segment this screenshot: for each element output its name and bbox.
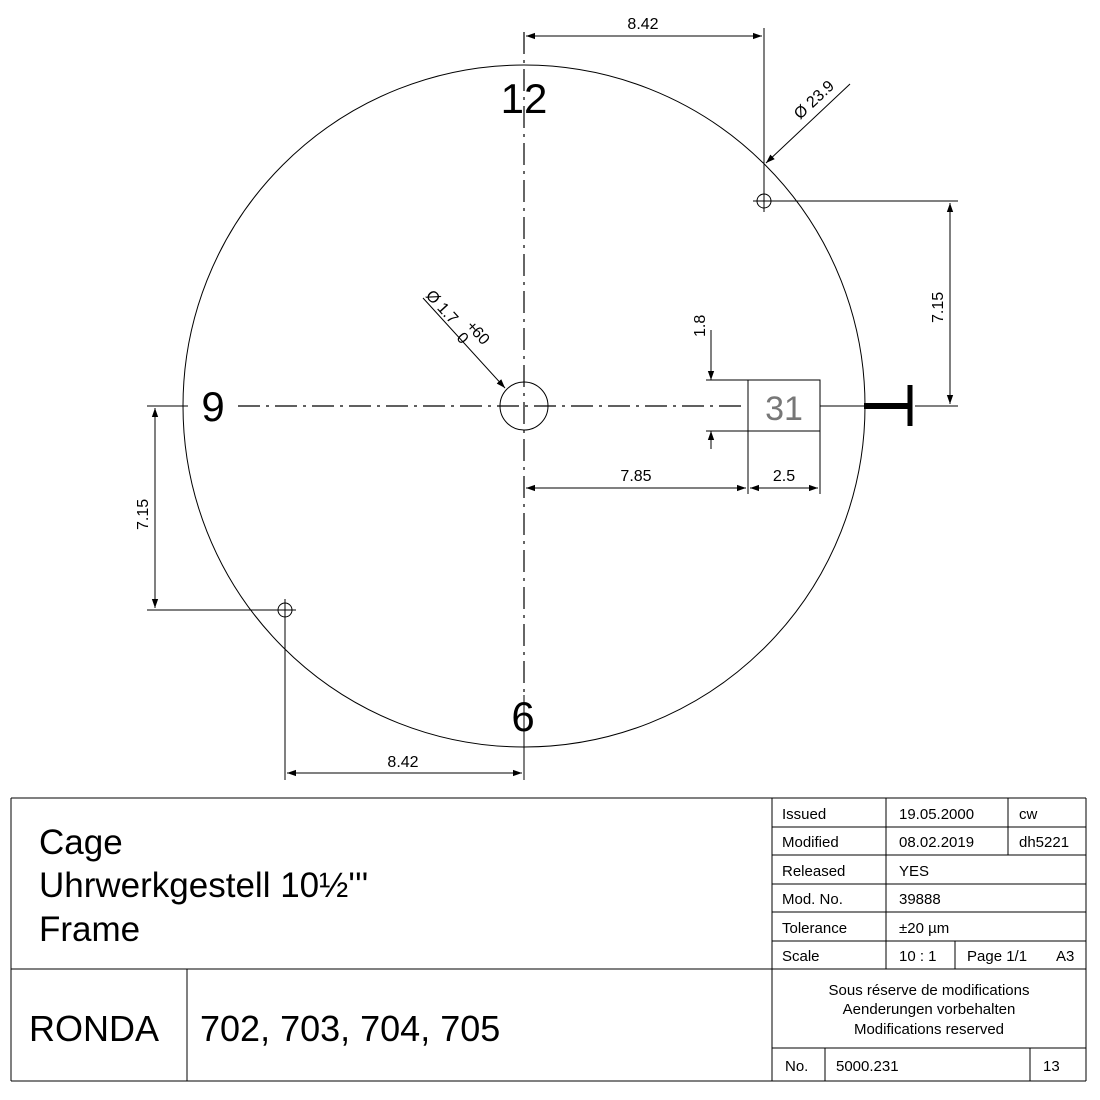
row-tolerance-value: ±20 µm: [899, 920, 949, 937]
dimension-date-width-2-5: 2.5: [750, 431, 821, 494]
title-line-2: Uhrwerkgestell 10½''': [39, 866, 368, 905]
dimension-center-hole: Ø 1.7 + 60 0: [422, 287, 506, 389]
svg-text:2.5: 2.5: [773, 468, 795, 485]
title-line-1: Cage: [39, 823, 123, 862]
hour-12: 12: [501, 75, 548, 122]
row-format-value: A3: [1056, 948, 1074, 965]
hour-6: 6: [511, 693, 534, 740]
notice-line-2: Aenderungen vorbehalten: [843, 1001, 1016, 1018]
row-released-label: Released: [782, 863, 845, 880]
row-issued-value: 19.05.2000: [899, 806, 974, 823]
row-modno-value: 39888: [899, 891, 941, 908]
drawing-number-index: 13: [1043, 1058, 1060, 1075]
svg-text:Ø 1.7: Ø 1.7: [422, 287, 461, 327]
date-window: 31: [747, 379, 821, 432]
dimension-top-8-42: 8.42: [526, 16, 765, 194]
svg-text:Ø 23.9: Ø 23.9: [791, 78, 838, 123]
svg-text:7.15: 7.15: [930, 292, 947, 323]
row-tolerance-label: Tolerance: [782, 920, 847, 937]
drawing-number-label: No.: [785, 1058, 808, 1075]
brand-name: RONDA: [29, 1008, 159, 1049]
dimension-right-7-15: 7.15: [770, 200, 958, 407]
row-issued-extra: cw: [1019, 806, 1038, 823]
svg-text:0: 0: [453, 330, 472, 348]
svg-text:1.8: 1.8: [692, 315, 709, 337]
dimension-diameter-23-9: Ø 23.9: [765, 78, 851, 164]
dimension-center-to-date-7-85: 7.85: [526, 431, 749, 494]
dimension-date-height-1-8: 1.8: [692, 315, 748, 449]
row-page-value: Page 1/1: [967, 948, 1027, 965]
row-issued-label: Issued: [782, 806, 826, 823]
notice-line-1: Sous réserve de modifications: [829, 982, 1030, 999]
row-modified-value: 08.02.2019: [899, 834, 974, 851]
row-modno-label: Mod. No.: [782, 891, 843, 908]
svg-text:7.15: 7.15: [135, 499, 152, 530]
svg-text:8.42: 8.42: [387, 754, 418, 771]
drawing-number-value: 5000.231: [836, 1058, 899, 1075]
row-scale-value: 10 : 1: [899, 948, 937, 965]
title-line-3: Frame: [39, 910, 140, 949]
svg-text:8.42: 8.42: [627, 16, 658, 33]
row-modified-label: Modified: [782, 834, 839, 851]
dimension-bottom-8-42: 8.42: [284, 618, 525, 780]
notice-line-3: Modifications reserved: [854, 1021, 1004, 1038]
row-released-value: YES: [899, 863, 929, 880]
row-modified-extra: dh5221: [1019, 834, 1069, 851]
row-scale-label: Scale: [782, 948, 820, 965]
center-hole: [499, 381, 549, 431]
hour-9: 9: [201, 383, 224, 430]
caliber-list: 702, 703, 704, 705: [200, 1008, 500, 1049]
date-window-label: 31: [765, 390, 803, 428]
title-block: Cage Uhrwerkgestell 10½''' Frame RONDA 7…: [10, 797, 1087, 1082]
svg-text:7.85: 7.85: [620, 468, 651, 485]
dimension-left-7-15: 7.15: [135, 405, 280, 611]
